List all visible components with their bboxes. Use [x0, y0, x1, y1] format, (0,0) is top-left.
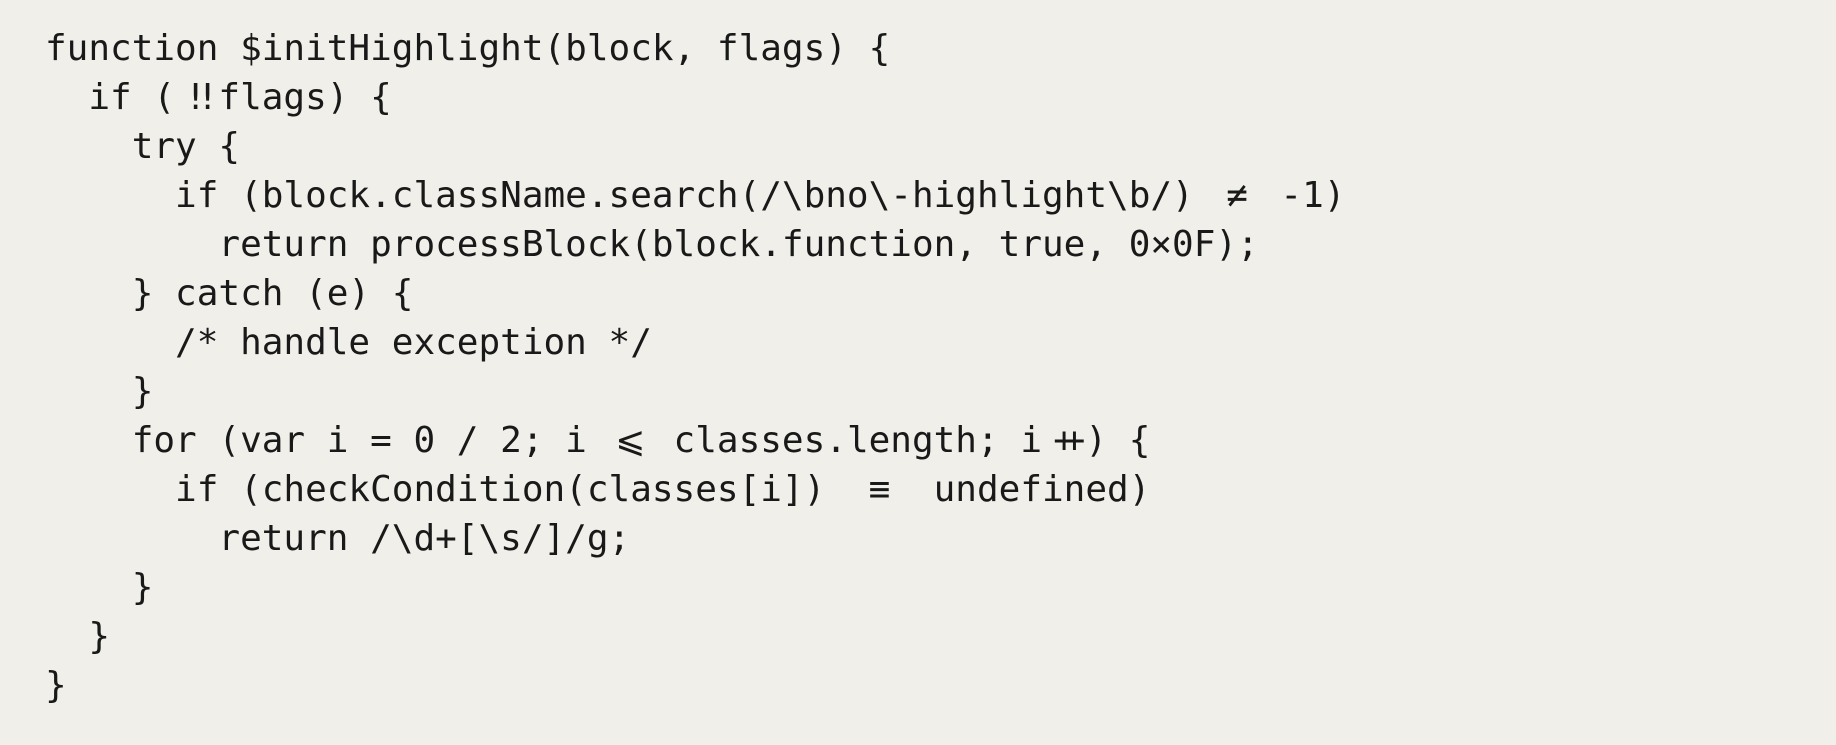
code-text: } — [45, 665, 67, 706]
code-text: for (var i = 0 / 2; i — [45, 420, 609, 461]
code-line: return /\d+[\s/]/g; — [45, 514, 1816, 563]
code-text: if (checkCondition(classes[i]) — [45, 469, 847, 510]
code-text: } catch (e) { — [45, 273, 414, 314]
code-text: classes.length; i — [651, 420, 1043, 461]
code-line: } — [45, 367, 1816, 416]
code-text: /* handle exception */ — [45, 322, 652, 363]
code-line: } — [45, 612, 1816, 661]
code-text: if (block.className.search(/\bno\-highli… — [45, 175, 1216, 216]
code-line: function $initHighlight(block, flags) { — [45, 24, 1816, 73]
code-text: } — [45, 567, 154, 608]
code-text: if ( — [45, 77, 176, 118]
increment-ligature: ++ — [1053, 420, 1085, 461]
code-line: } catch (e) { — [45, 269, 1816, 318]
code-text: try { — [45, 126, 241, 167]
code-line: try { — [45, 122, 1816, 171]
double-bang-ligature: !! — [184, 77, 219, 118]
code-line: for (var i = 0 / 2; i ⩽ classes.length; … — [45, 416, 1816, 465]
code-text: ) { — [1085, 420, 1151, 461]
code-text: return processBlock(block.function, true… — [45, 224, 1259, 265]
code-text: return /\d+[\s/]/g; — [45, 518, 631, 559]
code-line: if (block.className.search(/\bno\-highli… — [45, 171, 1816, 220]
code-text: function $initHighlight(block, flags) { — [45, 28, 891, 69]
code-line: if (!!flags) { — [45, 73, 1816, 122]
code-text: undefined) — [911, 469, 1151, 510]
code-line: } — [45, 661, 1816, 710]
code-text: flags) { — [218, 77, 392, 118]
code-text: } — [45, 616, 111, 657]
code-line: } — [45, 563, 1816, 612]
triple-equal-ligature: ≡ — [868, 469, 891, 510]
code-line: if (checkCondition(classes[i]) ≡ undefin… — [45, 465, 1816, 514]
code-text: } — [45, 371, 154, 412]
code-line: return processBlock(block.function, true… — [45, 220, 1816, 269]
code-text: -1) — [1258, 175, 1346, 216]
not-equal-ligature: ≠ — [1226, 175, 1248, 216]
code-line: /* handle exception */ — [45, 318, 1816, 367]
less-or-equal-ligature: ⩽ — [615, 420, 646, 461]
